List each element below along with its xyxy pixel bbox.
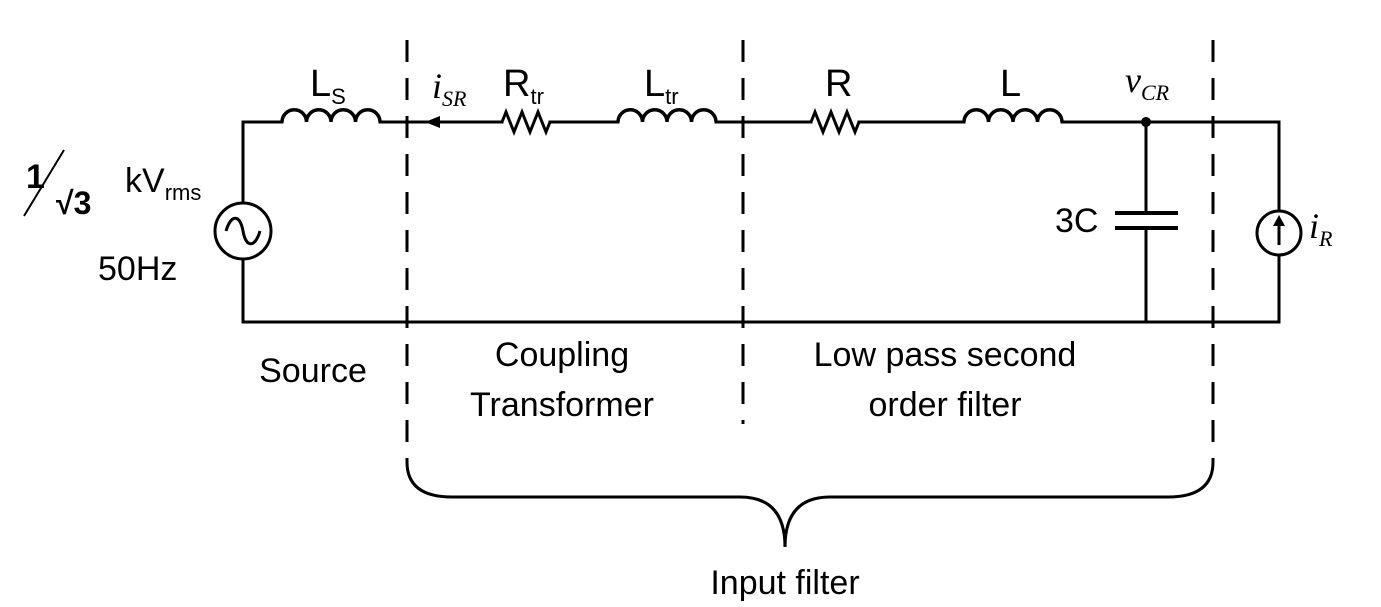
section-label-coupling-1: Coupling	[495, 336, 629, 374]
section-label-source: Source	[259, 352, 367, 390]
inductor-ltr	[616, 108, 718, 123]
current-arrow-isr	[425, 116, 440, 128]
capacitor-3c	[1115, 211, 1178, 230]
label-l: L	[1000, 63, 1021, 105]
resistor-rtr	[500, 107, 552, 137]
label-ltr: Ltr	[644, 63, 679, 109]
section-label-coupling-2: Transformer	[470, 386, 654, 424]
input-filter-brace	[405, 461, 1215, 548]
voltage-denominator: √3	[56, 185, 91, 221]
resistor-r	[809, 107, 861, 137]
label-r: R	[825, 63, 852, 105]
voltage-numerator: 1	[26, 158, 45, 196]
inductor-l	[962, 108, 1064, 123]
label-vcr: vCR	[1125, 60, 1170, 105]
voltage-unit: kVrms	[125, 162, 201, 205]
current-source-icon	[1255, 209, 1303, 257]
section-label-filter-2: order filter	[868, 386, 1021, 424]
label-capacitor: 3C	[1055, 202, 1098, 240]
label-source-voltage: 1 √3 kVrms	[23, 149, 201, 221]
ac-voltage-source-icon	[213, 201, 273, 261]
inductor-ls	[280, 108, 382, 123]
label-ir: iR	[1309, 206, 1333, 251]
voltage-fraction-bar	[23, 149, 65, 217]
section-label-input-filter: Input filter	[710, 564, 859, 602]
circuit-wires	[241, 120, 1281, 324]
section-label-filter-1: Low pass second	[814, 336, 1077, 374]
label-rtr: Rtr	[503, 63, 544, 109]
label-frequency: 50Hz	[98, 250, 177, 288]
label-isr: iSR	[432, 66, 467, 111]
label-ls: LS	[310, 63, 346, 109]
node-dot-vcr	[1141, 117, 1151, 127]
section-dividers	[405, 40, 1215, 462]
